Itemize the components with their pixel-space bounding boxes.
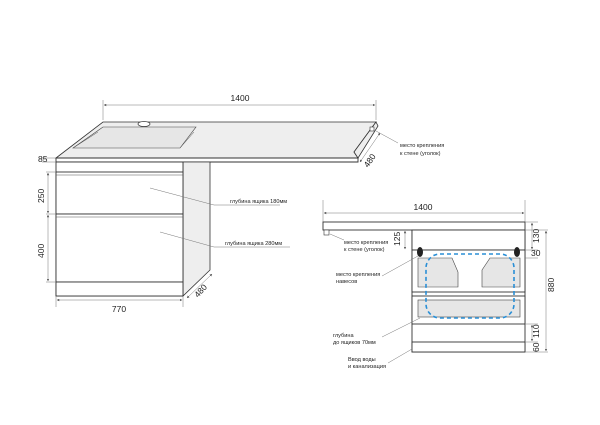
water-label-1: Ввод воды	[348, 357, 376, 363]
drawer-top	[55, 171, 184, 215]
dim-480-top: 480	[361, 152, 377, 170]
countertop-front-edge	[55, 157, 359, 163]
wall-mount-bracket	[369, 126, 375, 132]
hang-mount-label-1: место крепления	[336, 272, 380, 278]
dim-width-1400-left: 1400	[231, 93, 250, 103]
left-cabinet-view: 1400 85 250 400 770 480 480 место крепле…	[36, 93, 444, 314]
hinge-left	[417, 247, 423, 257]
hang-mount-label-2: навесов	[336, 279, 357, 285]
hinge-right	[514, 247, 520, 257]
dim-250: 250	[36, 189, 46, 203]
wall-mount-label-right-1: место крепления	[344, 240, 388, 246]
upper-drawer-right-cutout	[481, 257, 521, 288]
depth-label-1: глубина	[333, 333, 354, 339]
section-plinth	[411, 341, 526, 353]
section-countertop	[322, 221, 526, 231]
plumbing-zone	[425, 253, 515, 319]
water-label-2: и канализация	[348, 364, 386, 370]
cabinet-side-panel	[182, 161, 211, 297]
dim-125: 125	[392, 232, 402, 246]
dim-30: 30	[531, 248, 541, 258]
section-upper-panel	[411, 229, 526, 251]
cabinet-plinth	[55, 281, 184, 297]
faucet-hole	[137, 121, 151, 127]
section-wall-bracket	[323, 229, 330, 236]
drawer-bottom	[55, 213, 184, 283]
dim-width-1400-right: 1400	[414, 202, 433, 212]
dim-60: 60	[531, 342, 541, 352]
wall-mount-label-left-2: к стене (уголок)	[400, 151, 441, 157]
sink-basin	[72, 126, 197, 149]
wall-mount-label-right-2: к стене (уголок)	[344, 247, 385, 253]
lower-drawer-inner	[417, 299, 521, 318]
dim-130: 130	[531, 229, 541, 243]
drawer1-depth-label: глубина ящика 180мм	[230, 199, 287, 205]
dim-880: 880	[546, 278, 556, 292]
right-section-view: 1400 130 30 880 11	[322, 200, 556, 370]
dim-85: 85	[38, 154, 48, 164]
drawer2-depth-label: глубина ящика 280мм	[225, 241, 282, 247]
upper-drawer-left-cutout	[417, 257, 459, 288]
dim-110: 110	[531, 324, 541, 338]
dim-770: 770	[112, 304, 126, 314]
dim-400: 400	[36, 244, 46, 258]
wall-mount-label-left-1: место крепления	[400, 143, 444, 149]
depth-label-2: до ящиков 70мм	[333, 340, 376, 346]
